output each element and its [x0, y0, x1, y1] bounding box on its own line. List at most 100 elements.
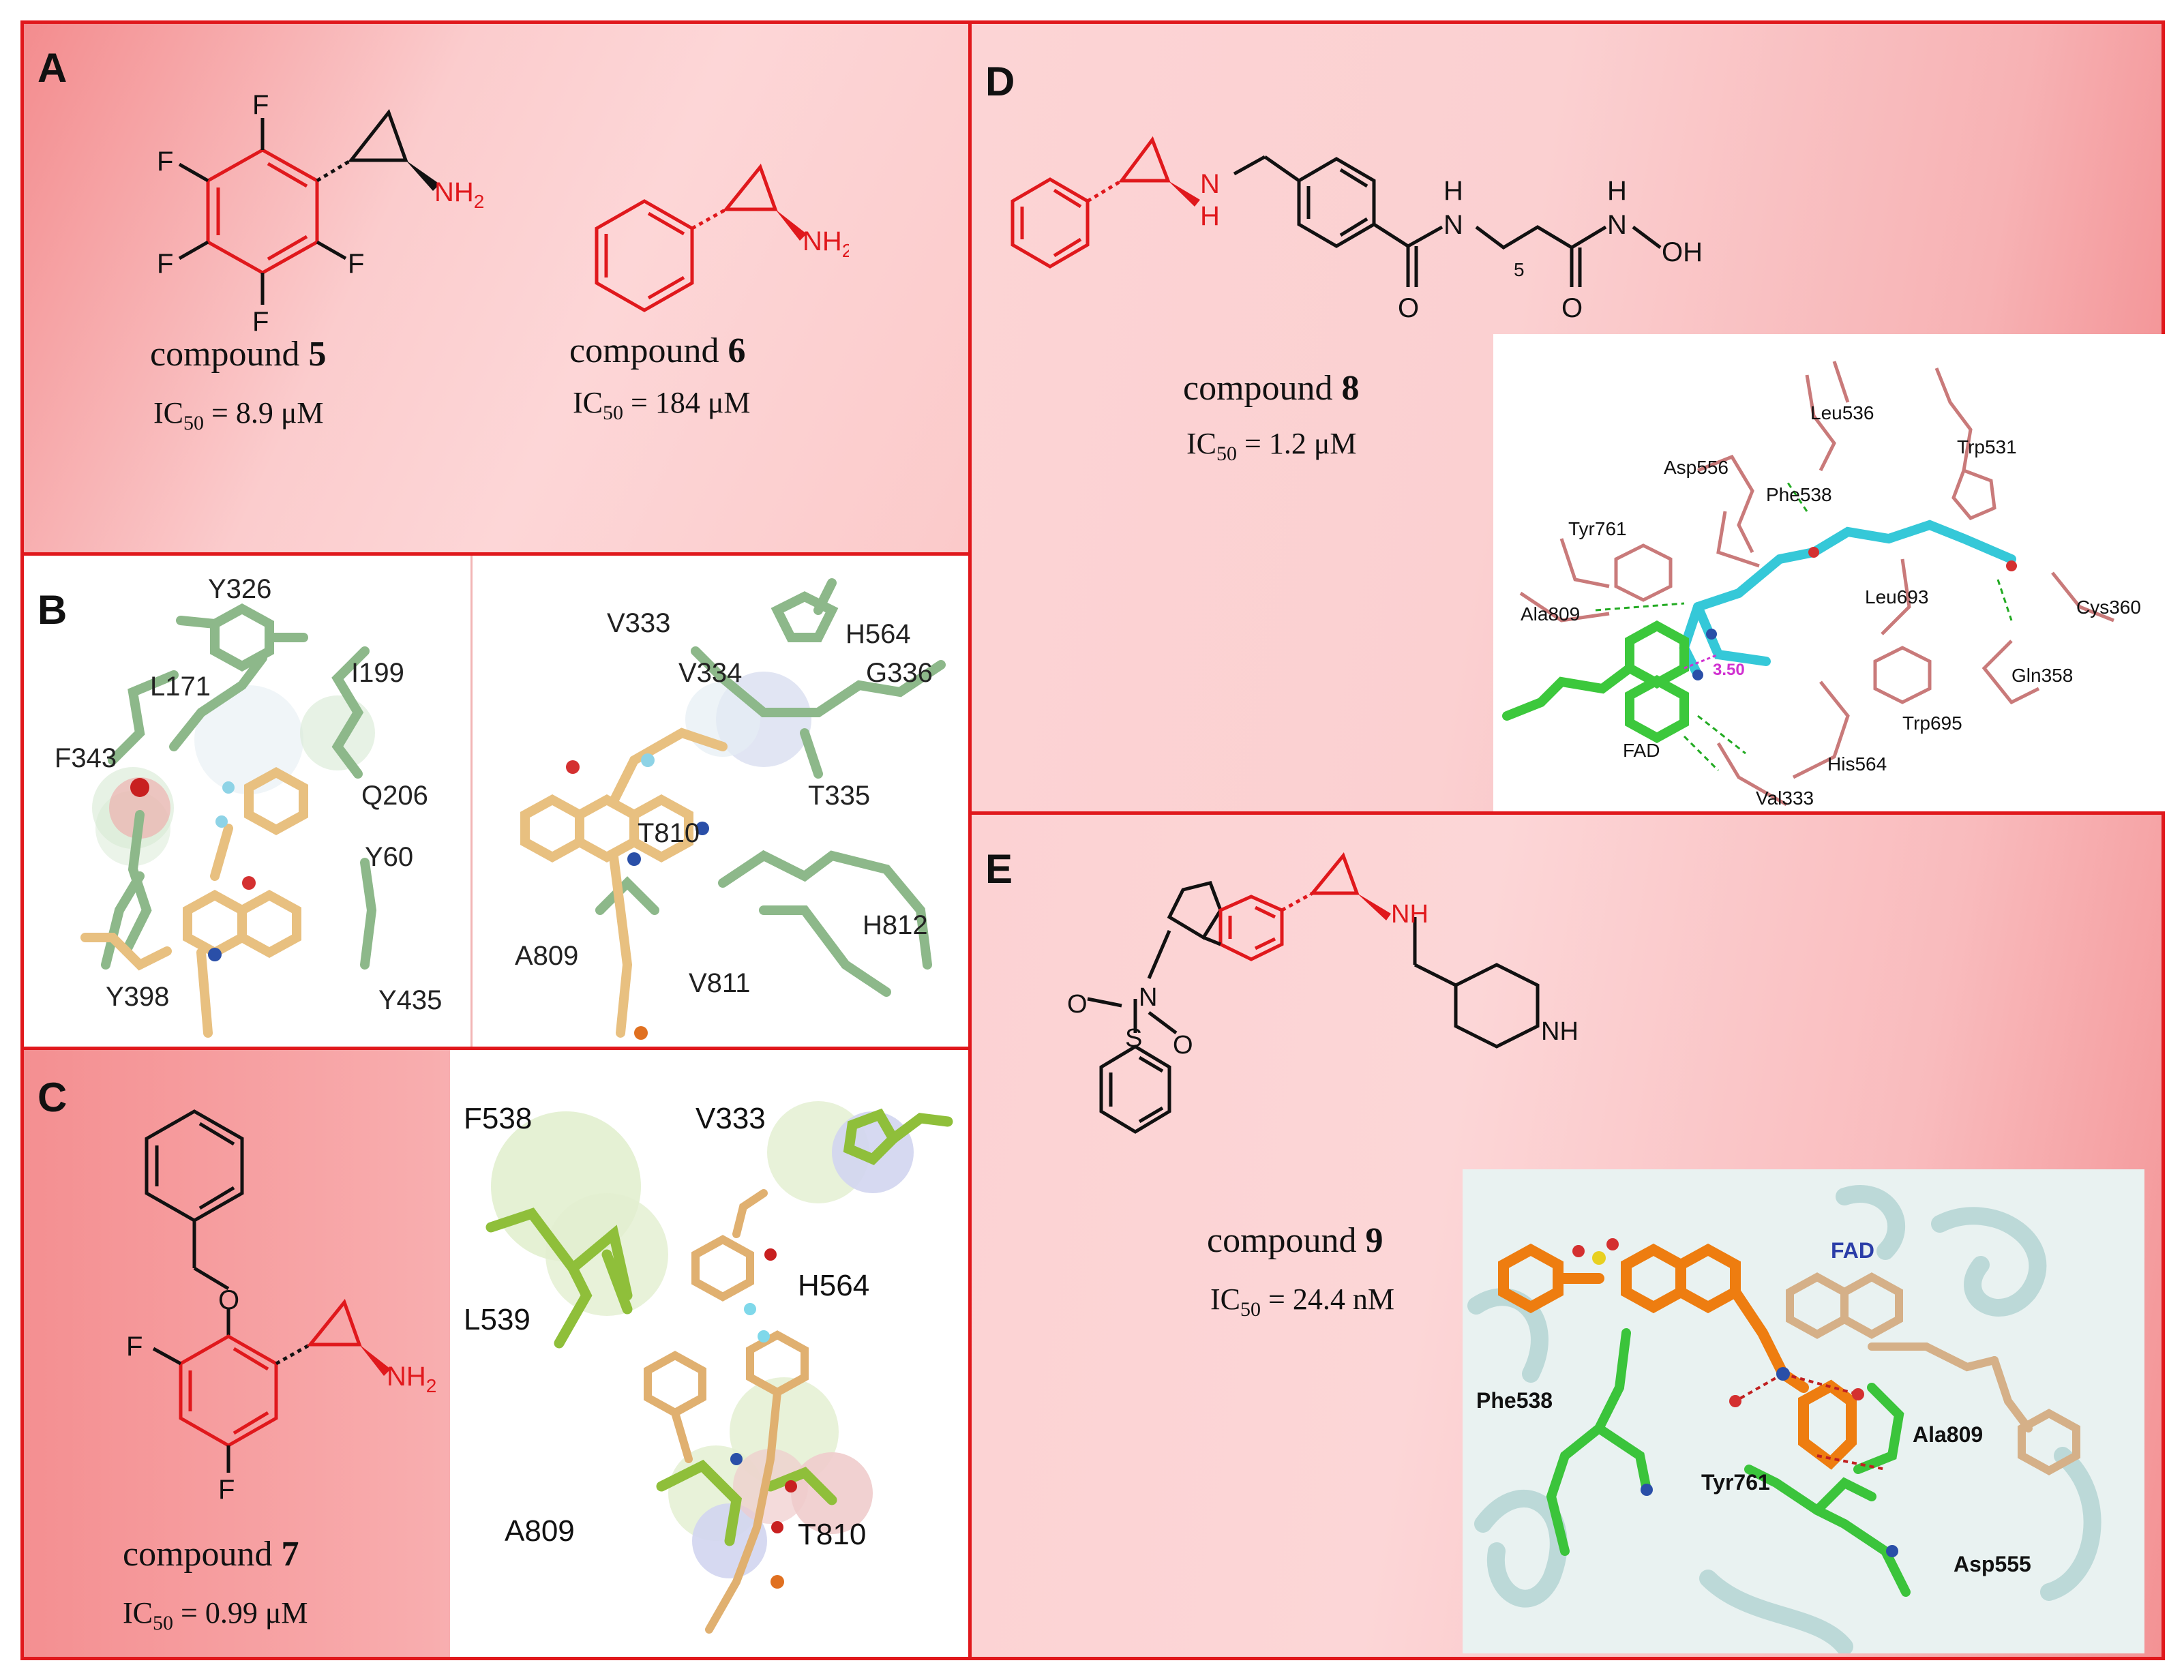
residue-label: H812 — [863, 910, 928, 940]
panel-d-label: D — [985, 59, 1015, 104]
residue-label: G336 — [866, 658, 933, 688]
residue-label: F343 — [55, 743, 117, 773]
panel-c-binding-image: F538 V333 L539 H564 A809 T810 — [450, 1050, 968, 1657]
panel-c: C O F F NH2 — [20, 1047, 972, 1660]
compound-5-ic50: IC50 = 8.9 μM — [153, 396, 324, 434]
atom-N: N — [1139, 983, 1157, 1012]
residue-label: Tyr761 — [1568, 518, 1627, 539]
residue-label: Tyr761 — [1701, 1470, 1770, 1495]
atom-F: F — [348, 249, 364, 279]
panel-e: E — [968, 811, 2165, 1660]
residue-label: Phe538 — [1476, 1388, 1553, 1413]
residue-label: Phe538 — [1766, 484, 1832, 505]
residue-label: V811 — [689, 968, 750, 998]
atom-OH: OH — [1662, 237, 1703, 267]
residue-label: T810 — [798, 1518, 866, 1551]
residue-label: Asp555 — [1954, 1552, 2031, 1576]
compound-7-structure: O F F NH2 — [126, 1109, 436, 1500]
residue-label: Y398 — [106, 982, 169, 1012]
compound-6-ic50: IC50 = 184 μM — [573, 386, 751, 424]
panel-b-left-structure: Y326 I199 L171 F343 Q206 Y60 Y398 Y435 — [55, 574, 442, 1038]
residue-label: Cys360 — [2076, 597, 2141, 618]
compound-5-structure: F F F F F NH2 — [157, 90, 484, 337]
atom-H: H — [1200, 201, 1220, 231]
atom-NH2: NH2 — [434, 177, 484, 212]
residue-label: Q206 — [361, 781, 428, 811]
residue-label: L171 — [150, 672, 211, 702]
panel-b-right-structure: V333 H564 V334 G336 T335 T810 A809 H812 … — [515, 578, 946, 1040]
atom-N: N — [1200, 169, 1220, 199]
residue-label: Leu693 — [1865, 586, 1928, 608]
panel-e-binding-structure: FAD Phe538 Ala809 Tyr761 Asp555 — [1467, 1185, 2101, 1653]
atom-O: O — [1398, 293, 1419, 323]
residue-label: Val333 — [1756, 787, 1814, 809]
residue-label: T810 — [638, 818, 700, 848]
compound-9-name: compound 9 — [1207, 1221, 1383, 1260]
residue-label: Y435 — [378, 985, 442, 1015]
atom-NH: NH — [1391, 900, 1428, 929]
compound-6-name: compound 6 — [569, 331, 746, 370]
atom-O: O — [1067, 990, 1088, 1019]
residue-label: Gln358 — [2011, 665, 2073, 686]
atom-NH2: NH2 — [387, 1362, 436, 1396]
residue-label: Ala809 — [1521, 603, 1580, 625]
compound-8-name: compound 8 — [1183, 369, 1360, 408]
residue-label: Trp695 — [1902, 712, 1962, 734]
residue-label: H564 — [798, 1269, 869, 1302]
subscript-5: 5 — [1514, 259, 1525, 280]
atom-N: N — [1607, 210, 1627, 240]
residue-label: H564 — [846, 619, 911, 649]
residue-label: Leu536 — [1810, 402, 1874, 423]
compound-5-name: compound 5 — [150, 335, 327, 374]
atom-H: H — [1443, 176, 1463, 206]
panel-e-binding-image: FAD Phe538 Ala809 Tyr761 Asp555 — [1463, 1169, 2144, 1653]
atom-F: F — [157, 249, 173, 279]
residue-label: A809 — [505, 1514, 575, 1548]
compound-8-ic50: IC50 = 1.2 μM — [1186, 427, 1357, 465]
atom-NH: NH — [1541, 1017, 1579, 1046]
compound-9-ic50: IC50 = 24.4 nM — [1210, 1282, 1394, 1321]
residue-label: V334 — [678, 658, 742, 688]
panel-d-binding-image: Leu536 Trp531 Asp556 Phe538 Tyr761 Leu69… — [1493, 334, 2165, 811]
residue-label: V333 — [695, 1102, 766, 1135]
residue-label: T335 — [808, 781, 870, 811]
residue-label: FAD — [1623, 740, 1660, 761]
atom-NH2: NH2 — [803, 226, 849, 261]
atom-F: F — [252, 90, 269, 120]
atom-O: O — [1561, 293, 1583, 323]
atom-F: F — [157, 147, 173, 177]
residue-label: Trp531 — [1957, 436, 2017, 457]
panel-b: B — [20, 552, 972, 1050]
residue-label: His564 — [1827, 753, 1887, 775]
atom-S: S — [1125, 1024, 1142, 1053]
residue-label: Y60 — [365, 842, 413, 872]
atom-H: H — [1607, 176, 1627, 206]
atom-F: F — [126, 1332, 143, 1362]
panel-a: A F F F F F NH2 — [20, 20, 972, 556]
panel-b-label: B — [38, 587, 68, 633]
residue-label: Asp556 — [1664, 457, 1729, 478]
panel-d: D — [968, 20, 2165, 815]
residue-label-fad: FAD — [1831, 1238, 1874, 1263]
residue-label: Y326 — [208, 574, 271, 604]
distance-label: 3.50 — [1713, 661, 1745, 679]
compound-8-structure: N H O H N 5 O H N OH — [1011, 136, 1703, 323]
residue-label: A809 — [515, 941, 578, 971]
compound-7-name: compound 7 — [123, 1535, 299, 1574]
atom-O: O — [1173, 1031, 1193, 1060]
panel-c-label: C — [38, 1075, 68, 1120]
compound-6-structure: NH2 — [595, 163, 849, 312]
compound-7-ic50: IC50 = 0.99 μM — [123, 1596, 308, 1634]
panel-a-label: A — [38, 45, 68, 91]
residue-label: F538 — [464, 1102, 532, 1135]
compound-9-structure: NH N S O O NH — [1067, 852, 1579, 1134]
atom-O: O — [218, 1285, 239, 1315]
residue-label: V333 — [607, 608, 670, 638]
panel-b-divider — [470, 556, 473, 1047]
atom-N: N — [1443, 210, 1463, 240]
atom-F: F — [252, 307, 269, 337]
residue-label: Ala809 — [1913, 1422, 1983, 1447]
atom-F: F — [218, 1475, 235, 1500]
panel-e-label: E — [985, 846, 1013, 892]
